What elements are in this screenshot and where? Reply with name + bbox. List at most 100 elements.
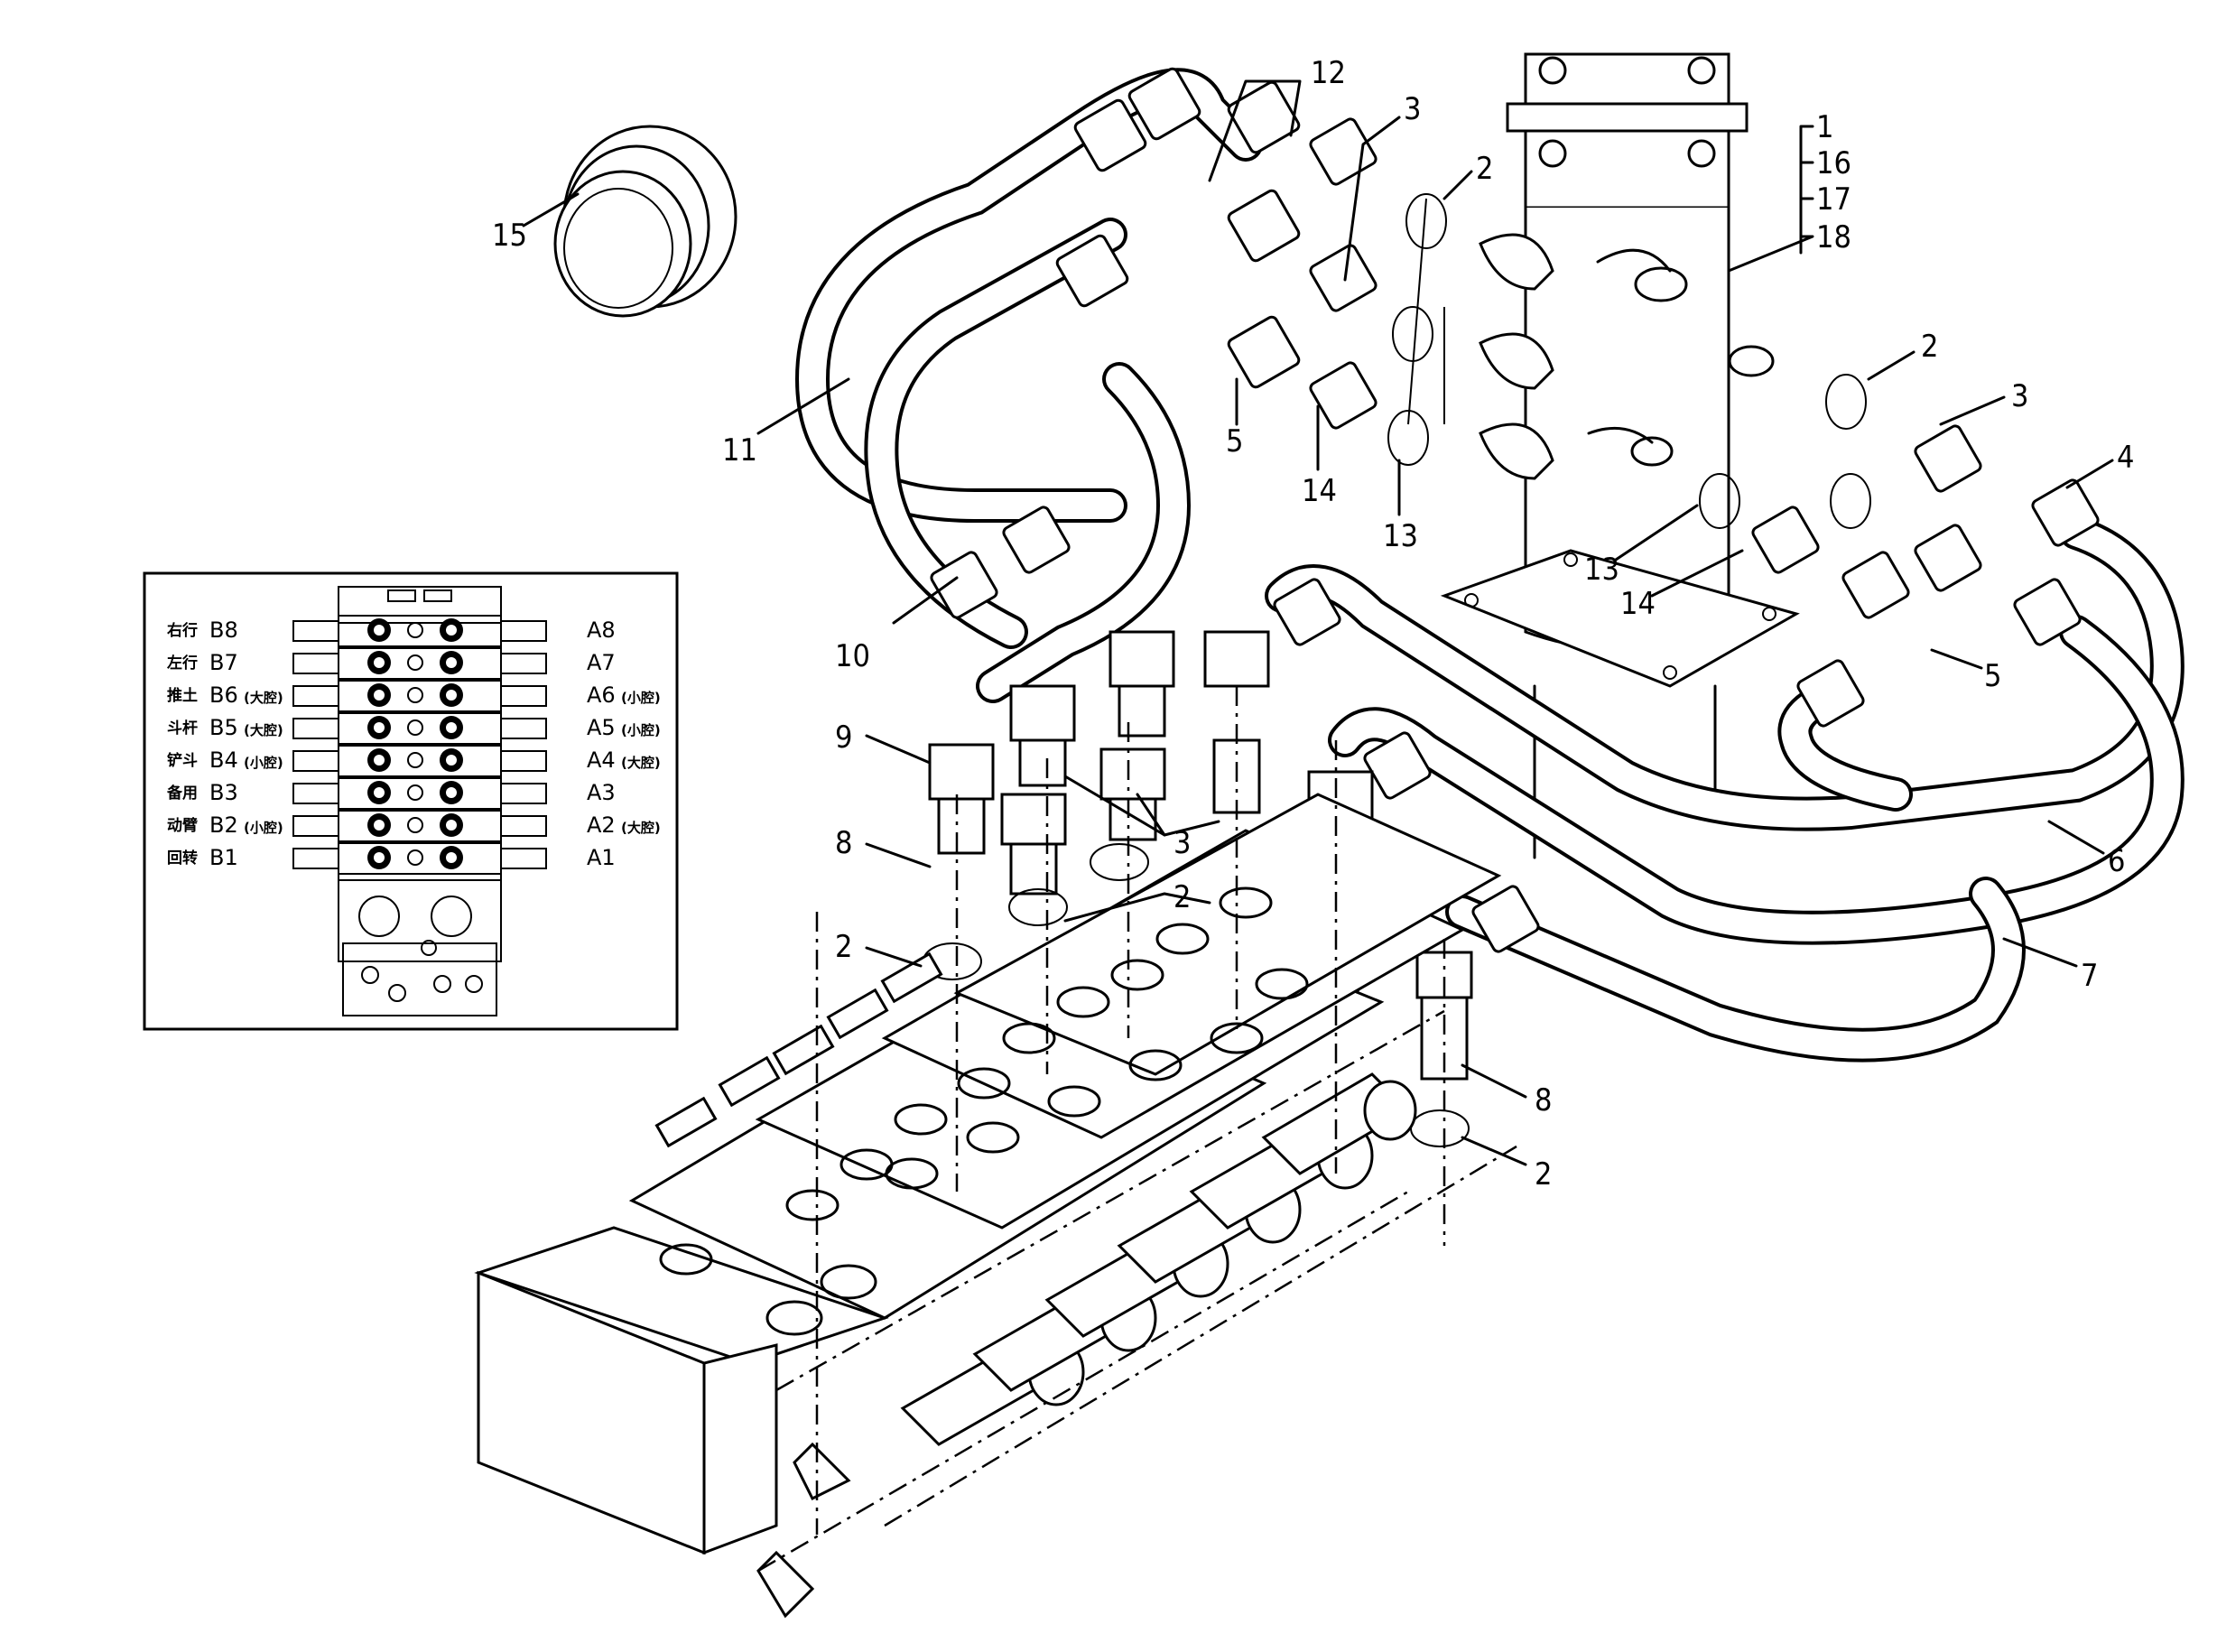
inset-port-center [407,784,423,801]
callout-13-top: 13 [1383,518,1418,554]
inset-a-4: A4 [587,747,616,773]
callout-13-mid: 13 [1584,552,1619,588]
inset-cn-2: 推土 [167,686,198,705]
inset-port-b-core [374,722,385,733]
inset-bs-6: (小腔) [244,820,283,836]
inset-cap-left [292,685,339,707]
port-inset: 右行 左行 推土 斗杆 铲斗 备用 动臂 回转 B8 B7 B6 B5 B4 B… [143,571,679,1031]
inset-cn-3: 斗杆 [167,719,198,738]
inset-as-4: (大腔) [621,755,661,771]
inset-port-b-core [374,690,385,701]
fittings [928,67,2100,1081]
inset-bs-4: (小腔) [244,755,283,771]
inset-port-b-core [374,820,385,831]
inset-cap-right [500,783,547,804]
inset-port-a-core [446,755,457,766]
rotary-joint [1440,52,1800,859]
inset-cn-1: 左行 [167,654,198,673]
callout-17: 17 [1816,181,1851,218]
inset-cn-7: 回转 [167,849,198,868]
inset-a-2: A6 [587,682,616,708]
inset-cap-left [292,815,339,837]
callout-11: 11 [722,432,757,469]
callout-8-right: 8 [1535,1082,1552,1118]
inset-port-b-core [374,755,385,766]
inset-b-3: B5 [209,715,238,740]
inset-cap-left [292,783,339,804]
callout-4: 4 [2117,440,2134,476]
inset-a-1: A7 [587,650,616,675]
inset-as-3: (小腔) [621,722,661,738]
inset-as-6: (大腔) [621,820,661,836]
callout-1: 1 [1816,109,1833,145]
leader-lines [522,79,2114,1166]
plug-item-15 [553,125,737,318]
inset-cap-right [500,620,547,642]
inset-port-a-core [446,657,457,668]
callout-2-bottom: 2 [1535,1156,1552,1193]
inset-b-4: B4 [209,747,238,773]
callout-10: 10 [835,638,870,674]
inset-port-a-core [446,852,457,863]
inset-b-0: B8 [209,617,238,643]
inset-b-1: B7 [209,650,238,675]
inset-port-center [407,654,423,671]
inset-cap-right [500,653,547,674]
inset-port-a-core [446,722,457,733]
inset-a-7: A1 [587,845,616,870]
callout-2-valve: 2 [1173,879,1191,915]
callout-12: 12 [1311,55,1346,91]
inset-bs-2: (大腔) [244,690,283,706]
callout-labels: 1 16 17 18 12 3 2 15 11 5 14 13 2 3 4 13… [492,55,2134,1193]
inset-port-center [407,752,423,768]
inset-cn-6: 动臂 [167,816,198,835]
callout-7: 7 [2081,958,2098,994]
inset-port-a-core [446,820,457,831]
inset-b-6: B2 [209,812,238,838]
inset-cap-left [292,750,339,772]
inset-port-center [407,849,423,866]
callout-2-top: 2 [1476,151,1493,187]
inset-a-3: A5 [587,715,616,740]
inset-port-center [407,817,423,833]
callout-5-left: 5 [1226,423,1243,459]
inset-b-5: B3 [209,780,238,805]
inset-port-b-core [374,852,385,863]
callout-14-top: 14 [1302,473,1337,509]
callout-3-top: 3 [1404,91,1421,127]
callout-3-right: 3 [2011,378,2028,414]
inset-port-b-core [374,657,385,668]
hose-group [794,68,2185,1063]
inset-port-a-core [446,690,457,701]
callout-18: 18 [1816,219,1851,255]
inset-cn-4: 铲斗 [167,751,198,770]
inset-a-6: A2 [587,812,616,838]
inset-port-b-core [374,625,385,636]
inset-cap-right [500,685,547,707]
inset-a-0: A8 [587,617,616,643]
inset-cap-right [500,815,547,837]
inset-cn-5: 备用 [166,784,198,803]
inset-cap-left [292,620,339,642]
control-valve [474,686,1517,1619]
callout-5-right: 5 [1984,658,2001,694]
inset-cap-left [292,653,339,674]
callout-15: 15 [492,218,527,254]
callout-6: 6 [2108,843,2125,879]
inset-cap-left [292,848,339,869]
inset-cap-right [500,750,547,772]
inset-as-2: (小腔) [621,690,661,706]
inset-cn-0: 右行 [167,621,198,640]
inset-bs-3: (大腔) [244,722,283,738]
inset-port-center [407,719,423,736]
callout-8-left: 8 [835,825,852,861]
callout-16: 16 [1816,145,1851,181]
inset-port-a-core [446,787,457,798]
callout-14-mid: 14 [1620,586,1656,622]
inset-cap-right [500,718,547,739]
inset-b-2: B6 [209,682,238,708]
joint-ports [1479,233,1554,480]
inset-port-center [407,622,423,638]
callout-9: 9 [835,719,852,756]
